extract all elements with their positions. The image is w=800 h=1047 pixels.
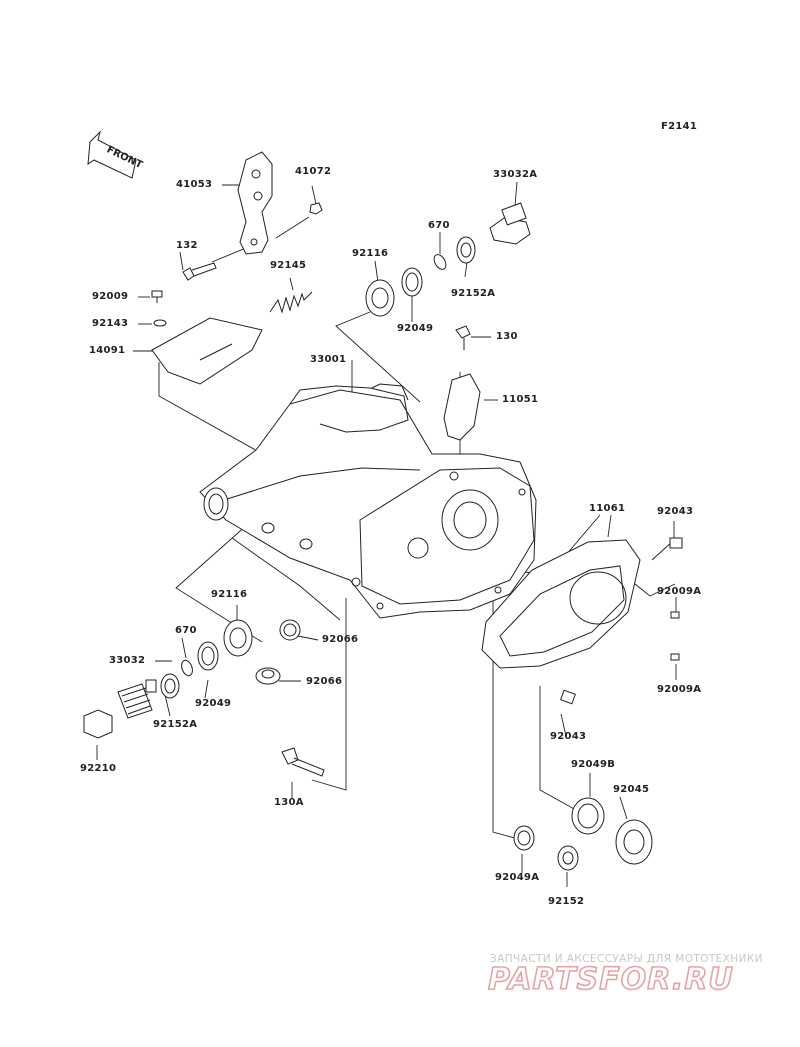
o-ring-670-top	[433, 254, 447, 270]
bracket-11051	[443, 373, 481, 441]
seal-92066-2	[255, 667, 281, 685]
watermark-logo: PARTSFOR.RU	[487, 961, 734, 998]
label-92045: 92045	[613, 784, 650, 795]
label-41072: 41072	[295, 166, 332, 177]
shaft-33032A	[489, 202, 531, 245]
nut-41072	[309, 202, 323, 215]
seal-92066-1	[279, 619, 301, 641]
shaft-33032	[117, 679, 157, 719]
label-92049-bottom: 92049	[195, 698, 232, 709]
spring-92145	[269, 291, 313, 314]
bolt-130A	[281, 747, 325, 777]
label-92066-2: 92066	[306, 676, 343, 687]
label-33032: 33032	[109, 655, 146, 666]
label-92152A-bottom: 92152A	[153, 719, 198, 730]
screw-92009A-1	[670, 611, 680, 619]
label-132: 132	[176, 240, 198, 251]
label-670-bottom: 670	[175, 625, 197, 636]
bushing-92152	[557, 845, 579, 871]
label-92116-top: 92116	[352, 248, 389, 259]
watermark-subtitle: ЗАПЧАСТИ И АКСЕССУАРЫ ДЛЯ МОТОТЕХНИКИ	[490, 953, 763, 965]
label-92049-top: 92049	[397, 323, 434, 334]
bracket-41053	[237, 151, 273, 255]
bolt-130	[455, 325, 471, 350]
label-11061: 11061	[589, 503, 626, 514]
label-92066-1: 92066	[322, 634, 359, 645]
nut-92210	[83, 709, 113, 739]
label-130A: 130A	[274, 797, 304, 808]
label-92049A: 92049A	[495, 872, 540, 883]
label-92043-top: 92043	[657, 506, 694, 517]
label-92009A-1: 92009A	[657, 586, 702, 597]
cover-14091	[151, 317, 263, 385]
bolt-132	[182, 262, 217, 281]
seal-92049A	[513, 825, 535, 851]
bearing-92116-bottom	[223, 619, 253, 657]
label-33032A: 33032A	[493, 169, 538, 180]
label-92210: 92210	[80, 763, 117, 774]
gasket-11061	[481, 539, 641, 669]
label-92152A-top: 92152A	[451, 288, 496, 299]
washer-92143	[153, 319, 167, 327]
label-92009: 92009	[92, 291, 129, 302]
front-arrow-icon: FRONT	[87, 130, 144, 179]
bearing-92152A-bottom	[160, 673, 180, 699]
label-41053: 41053	[176, 179, 213, 190]
diagram-code: F2141	[661, 121, 698, 132]
housing-33001	[199, 383, 537, 619]
o-ring-670-bottom	[181, 659, 193, 677]
label-130: 130	[496, 331, 518, 342]
label-14091: 14091	[89, 345, 126, 356]
dowel-92043-top	[669, 537, 683, 549]
label-92143: 92143	[92, 318, 129, 329]
label-670-top: 670	[428, 220, 450, 231]
label-92043-bottom: 92043	[550, 731, 587, 742]
screw-92009A-2	[670, 653, 680, 661]
bearing-92152A-top	[456, 236, 476, 264]
label-92145: 92145	[270, 260, 307, 271]
screw-92009	[151, 290, 163, 303]
dowel-92043-bottom	[560, 689, 576, 705]
label-92116-bottom: 92116	[211, 589, 248, 600]
seal-92049-bottom	[197, 641, 219, 671]
label-92009A-2: 92009A	[657, 684, 702, 695]
bearing-92045	[615, 819, 653, 865]
label-11051: 11051	[502, 394, 539, 405]
bearing-92116-top	[365, 279, 395, 317]
label-33001: 33001	[310, 354, 347, 365]
seal-92049-top	[401, 267, 423, 297]
seal-92049B	[571, 797, 605, 835]
label-92049B: 92049B	[571, 759, 616, 770]
label-92152: 92152	[548, 896, 585, 907]
